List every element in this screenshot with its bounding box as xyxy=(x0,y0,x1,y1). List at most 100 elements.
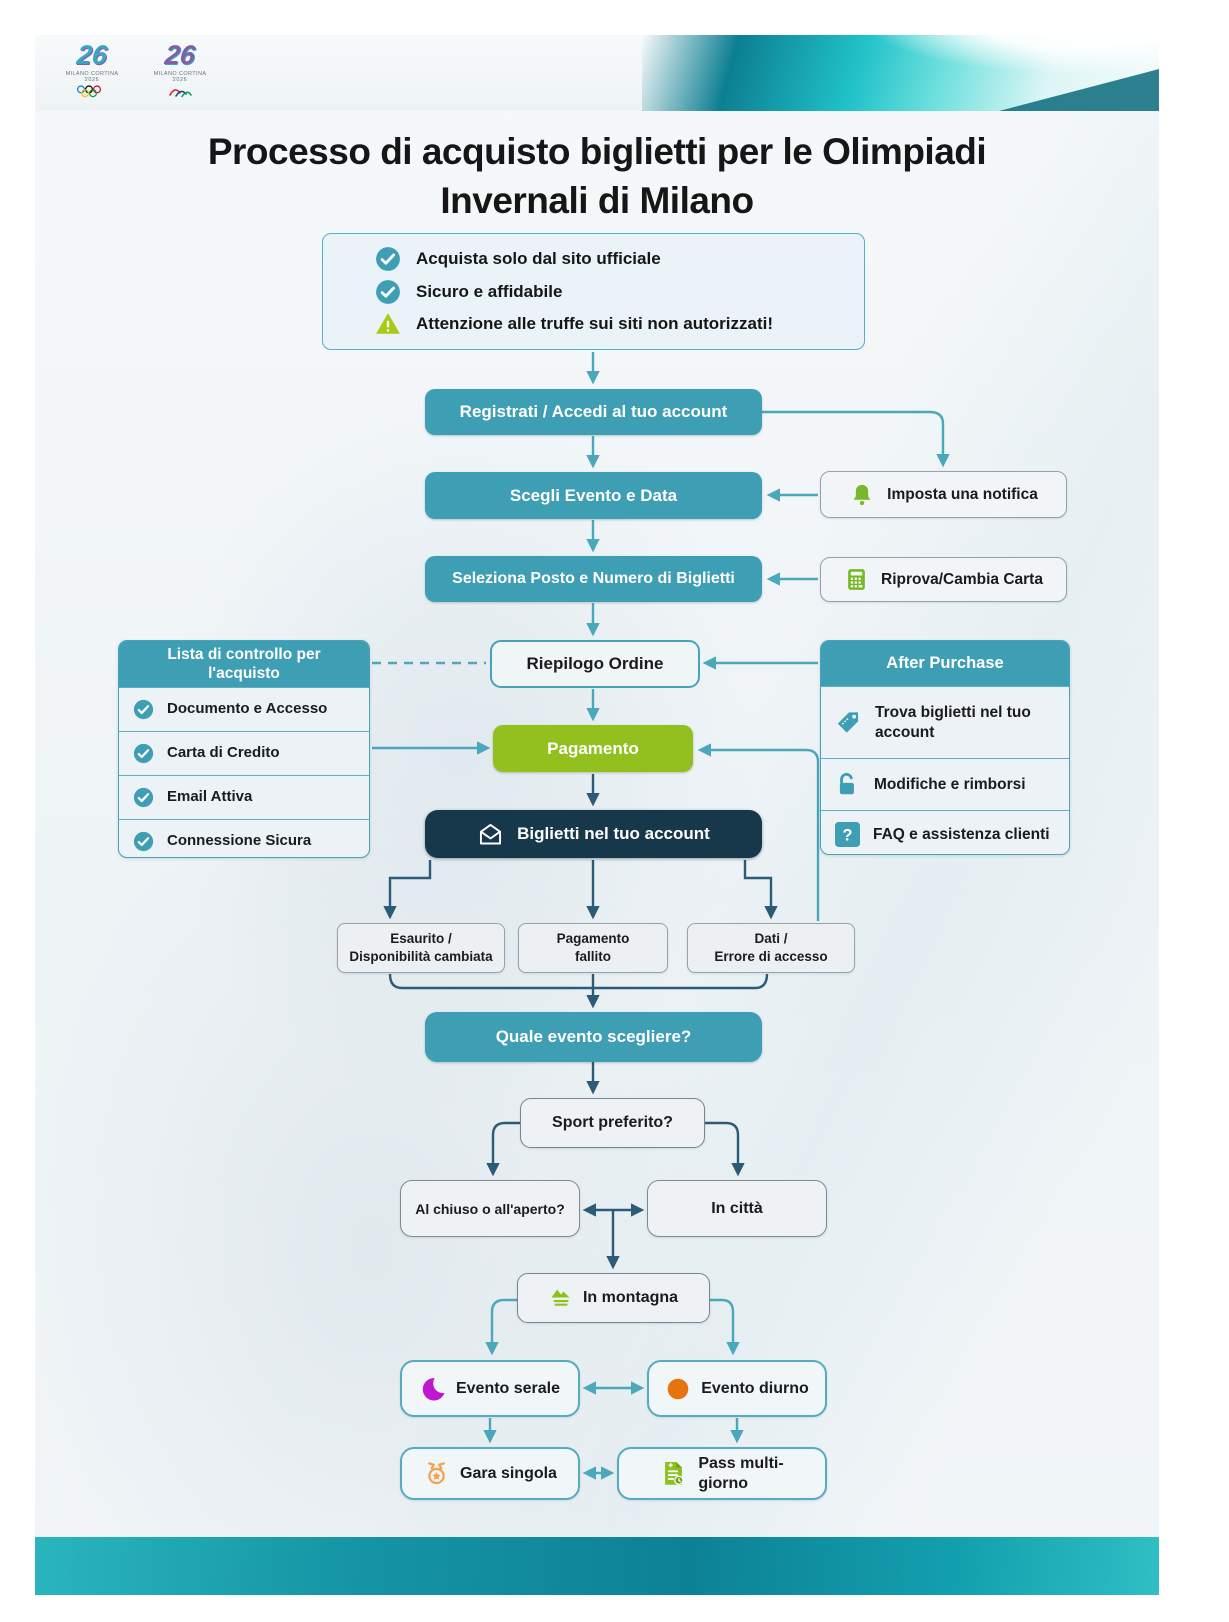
question-icon: ? xyxy=(835,822,860,847)
title-line-1: Processo di acquisto biglietti per le Ol… xyxy=(207,131,987,172)
error-label: Pagamento xyxy=(556,931,630,947)
envelope-icon xyxy=(477,821,504,848)
olympic-rings-icon xyxy=(76,85,102,98)
decision-label: Al chiuso o all'aperto? xyxy=(415,1200,565,1217)
paralympic-logo: 26 MILANO CORTINA 2026 xyxy=(143,40,217,98)
action-retry-change-card: Riprova/Cambia Carta xyxy=(820,557,1067,602)
step-which-event: Quale evento scegliere? xyxy=(425,1012,762,1062)
calculator-icon xyxy=(844,567,869,592)
checklist-item: Carta di Credito xyxy=(119,731,369,775)
step-label: Biglietti nel tuo account xyxy=(517,824,710,843)
official-site-info-box: Acquista solo dal sito ufficiale Sicuro … xyxy=(322,233,865,350)
sun-icon xyxy=(665,1376,691,1402)
paralympic-agitos-icon xyxy=(169,89,192,98)
info-item: Attenzione alle truffe sui siti non auto… xyxy=(375,311,846,337)
after-purchase-panel: After Purchase Trova biglietti nel tuo a… xyxy=(820,640,1070,855)
after-purchase-item-label: Trova biglietti nel tuo account xyxy=(875,704,1031,741)
checklist-item: Email Attiva xyxy=(119,775,369,819)
bell-icon xyxy=(849,482,875,508)
after-purchase-item-label: Modifiche e rimborsi xyxy=(874,775,1026,793)
error-label: fallito xyxy=(575,949,611,964)
decision-label: In montagna xyxy=(582,1289,679,1306)
error-data-access: Dati / Errore di accesso xyxy=(687,923,855,973)
decision-in-mountain: In montagna xyxy=(517,1273,710,1323)
after-purchase-item-label: FAQ e assistenza clienti xyxy=(873,825,1050,843)
step-select-seat-tickets: Seleziona Posto e Numero di Biglietti xyxy=(425,556,762,602)
info-item-label: Sicuro e affidabile xyxy=(416,281,563,301)
step-payment: Pagamento xyxy=(493,725,693,772)
option-single-race: Gara singola xyxy=(400,1447,580,1500)
checklist-item-label: Connessione Sicura xyxy=(167,832,312,850)
step-label: Registrati / Accedi al tuo account xyxy=(459,402,728,421)
page-title: Processo di acquisto biglietti per le Ol… xyxy=(35,128,1159,226)
info-item: Sicuro e affidabile xyxy=(375,279,846,305)
warning-icon xyxy=(375,311,401,337)
decision-favorite-sport: Sport preferito? xyxy=(520,1098,705,1148)
event-logos: 26 MILANO CORTINA 2026 26 MILANO CORTINA… xyxy=(55,40,217,98)
paralympic-logo-wordmark: MILANO CORTINA xyxy=(153,71,207,77)
checklist-item: Connessione Sicura xyxy=(119,819,369,857)
option-label: Gara singola xyxy=(460,1464,557,1482)
check-circle-icon xyxy=(133,699,154,720)
step-choose-event-date: Scegli Evento e Data xyxy=(425,472,762,519)
option-label: giorno xyxy=(698,1474,749,1492)
action-label: Riprova/Cambia Carta xyxy=(881,570,1043,588)
decision-indoor-outdoor: Al chiuso o all'aperto? xyxy=(400,1180,580,1237)
error-label: Dati / xyxy=(754,931,788,947)
checklist-item-label: Carta di Credito xyxy=(167,744,280,762)
paralympic-logo-mark: 26 xyxy=(163,40,197,70)
action-label: Imposta una notifica xyxy=(887,485,1038,503)
after-purchase-title: After Purchase xyxy=(821,641,1069,686)
step-register-login: Registrati / Accedi al tuo account xyxy=(425,389,762,435)
after-purchase-item: ? FAQ e assistenza clienti xyxy=(821,810,1069,854)
check-circle-icon xyxy=(375,246,401,272)
paralympic-logo-year: 2026 xyxy=(172,77,188,83)
error-label: Disponibilità cambiata xyxy=(349,949,493,964)
step-label: Pagamento xyxy=(547,738,639,758)
option-label: Evento diurno xyxy=(701,1379,809,1397)
check-circle-icon xyxy=(133,787,154,808)
error-label: Esaurito / xyxy=(390,931,452,947)
error-label: Errore di accesso xyxy=(714,949,828,964)
check-circle-icon xyxy=(375,279,401,305)
purchase-checklist-panel: Lista di controllo per l'acquisto Docume… xyxy=(118,640,370,858)
decision-label: In città xyxy=(711,1199,763,1217)
check-circle-icon xyxy=(133,743,154,764)
checklist-title: Lista di controllo per l'acquisto xyxy=(119,641,369,687)
option-label: Evento serale xyxy=(455,1379,561,1397)
info-item-label: Attenzione alle truffe sui siti non auto… xyxy=(416,313,774,333)
option-label: Pass multi- xyxy=(698,1455,784,1473)
after-purchase-item: Modifiche e rimborsi xyxy=(821,758,1069,810)
decision-in-city: In città xyxy=(647,1180,827,1237)
error-payment-failed: Pagamento fallito xyxy=(518,923,668,973)
step-order-summary: Riepilogo Ordine xyxy=(490,640,700,688)
option-evening-event: Evento serale xyxy=(400,1360,580,1417)
step-label: Seleziona Posto e Numero di Biglietti xyxy=(452,570,735,587)
olympic-logo-year: 2026 xyxy=(84,77,100,83)
header-band xyxy=(35,35,1159,111)
action-set-notification: Imposta una notifica xyxy=(820,471,1067,518)
mountain-icon xyxy=(549,1286,573,1310)
svg-text:?: ? xyxy=(842,826,852,845)
step-tickets-in-account: Biglietti nel tuo account xyxy=(425,810,762,858)
step-label: Quale evento scegliere? xyxy=(495,1027,692,1046)
title-line-2: Invernali di Milano xyxy=(440,179,754,221)
checklist-item-label: Documento e Accesso xyxy=(167,700,328,718)
olympic-logo: 26 MILANO CORTINA 2026 xyxy=(55,40,129,98)
info-item-label: Acquista solo dal sito ufficiale xyxy=(416,249,661,269)
step-label: Scegli Evento e Data xyxy=(509,485,678,505)
info-item: Acquista solo dal sito ufficiale xyxy=(375,246,846,272)
check-circle-icon xyxy=(133,831,154,852)
checklist-item-label: Email Attiva xyxy=(167,788,253,806)
medal-icon xyxy=(423,1460,450,1487)
lock-open-icon xyxy=(835,772,861,798)
option-multiday-pass: Pass multi- giorno xyxy=(617,1447,827,1500)
moon-icon xyxy=(420,1376,446,1402)
after-purchase-item: Trova biglietti nel tuo account xyxy=(821,686,1069,758)
footer-band xyxy=(35,1537,1159,1595)
checklist-item: Documento e Accesso xyxy=(119,687,369,731)
step-label: Riepilogo Ordine xyxy=(526,654,664,673)
sale-tag-icon xyxy=(835,709,862,736)
pass-icon xyxy=(660,1460,687,1487)
